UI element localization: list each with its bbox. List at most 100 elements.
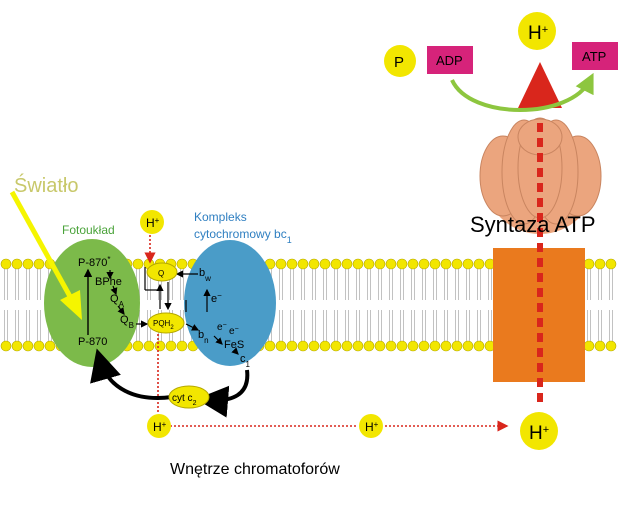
pqh2-pool — [147, 312, 185, 334]
light-arrow-shaft — [9, 190, 75, 302]
light-arrow-head — [60, 290, 82, 320]
lipid-head — [176, 258, 188, 270]
lipid-head — [143, 340, 155, 352]
proton-label: H+ — [528, 23, 548, 44]
lipid-head — [0, 340, 12, 352]
lipid-head — [341, 340, 353, 352]
c1-label: c1 — [240, 353, 251, 369]
complex-label-line1: Kompleks — [194, 210, 247, 224]
complex-label-line2: cytochromowy bc1 — [194, 227, 292, 245]
qb-label: QB — [120, 314, 134, 330]
lipid-head — [286, 258, 298, 270]
lipid-head — [33, 340, 45, 352]
photosystem-body — [44, 239, 140, 367]
electron-to-fes-arrow — [213, 335, 223, 345]
lipid-head — [429, 340, 441, 352]
c1-to-cytc2-arrow — [196, 369, 250, 418]
lipid-head — [33, 258, 45, 270]
lipid-head — [352, 258, 364, 270]
proton-label: H+ — [146, 216, 160, 231]
adp-atp-cycle-arrow — [450, 72, 594, 112]
lipid-head — [462, 258, 474, 270]
lipid-head — [418, 258, 430, 270]
electron-label: e− — [229, 326, 239, 338]
lipid-head — [11, 258, 23, 270]
cyt-c2-label: cyt c2 — [172, 393, 197, 407]
lipid-head — [0, 258, 12, 270]
lipid-head — [165, 340, 177, 352]
lipid-head — [132, 258, 144, 270]
photosystem-label: Fotoukład — [62, 223, 115, 237]
proton-label: H+ — [153, 420, 167, 435]
proton-ball-synthase-bottom — [520, 412, 558, 450]
q-pool — [146, 262, 178, 282]
fes-label: FeS — [224, 339, 244, 351]
adp-label: ADP — [436, 53, 463, 68]
lipid-head — [363, 340, 375, 352]
lipid-head — [264, 340, 276, 352]
lipid-head — [440, 258, 452, 270]
q-pool-label: Q — [158, 269, 164, 278]
lipid-head — [594, 258, 606, 270]
pqh2-label: PQH2 — [153, 319, 174, 331]
p870-ground-label: P-870 — [78, 336, 107, 348]
lipid-head — [341, 258, 353, 270]
lipid-head — [352, 340, 364, 352]
lipid-head — [132, 340, 144, 352]
electron-label: e− — [217, 322, 227, 334]
qa-label: QA — [110, 293, 125, 309]
lipid-head — [594, 340, 606, 352]
bn-label: bn — [198, 329, 209, 345]
electron-transfer-arrow — [117, 305, 125, 315]
lipid-head — [385, 340, 397, 352]
proton-label: H+ — [365, 420, 379, 435]
proton-ball-interior — [359, 414, 383, 438]
proton-ball-lumen — [140, 210, 164, 234]
atp-synthase — [479, 117, 602, 382]
lipid-head — [451, 340, 463, 352]
pqh2-to-bn-arrow — [185, 323, 200, 331]
p870-excited-label: P-870* — [78, 255, 110, 270]
adp-box — [427, 46, 473, 74]
atp-box — [572, 42, 618, 70]
lipid-head — [418, 340, 430, 352]
synthase-stalk — [493, 248, 585, 382]
lipid-head — [319, 340, 331, 352]
lipid-head — [451, 258, 463, 270]
lipid-head — [330, 258, 342, 270]
lipid-head — [176, 340, 188, 352]
lipid-head — [286, 340, 298, 352]
lipid-head — [11, 340, 23, 352]
lipid-head — [440, 340, 452, 352]
lipid-head — [396, 340, 408, 352]
lipid-head — [429, 258, 441, 270]
cyt-c2 — [168, 385, 210, 409]
lipid-head — [308, 258, 320, 270]
lipid-head — [407, 340, 419, 352]
light-label: Światło — [14, 173, 78, 197]
lipid-head — [330, 340, 342, 352]
lipid-head — [363, 258, 375, 270]
proton-ball-interior — [147, 414, 171, 438]
lipid-head — [22, 340, 34, 352]
lipid-head — [583, 340, 595, 352]
lipid-head — [374, 258, 386, 270]
lipid-head — [473, 340, 485, 352]
lipid-head — [396, 258, 408, 270]
interior-label: Wnętrze chromatoforów — [170, 461, 340, 478]
lipid-head — [583, 258, 595, 270]
proton-label: H+ — [529, 423, 549, 444]
electron-transfer-arrow — [110, 285, 118, 296]
cytc2-to-p870-arrow — [90, 348, 173, 400]
lipid-head — [154, 340, 166, 352]
bw-label: bw — [199, 267, 211, 283]
lipid-head — [319, 258, 331, 270]
lipid-head — [462, 340, 474, 352]
bphe-label: BPhe — [95, 276, 122, 288]
phosphate-label: P — [394, 54, 404, 71]
electron-label: e− — [211, 291, 222, 306]
atp-label: ATP — [582, 49, 606, 64]
lipid-head — [605, 340, 617, 352]
